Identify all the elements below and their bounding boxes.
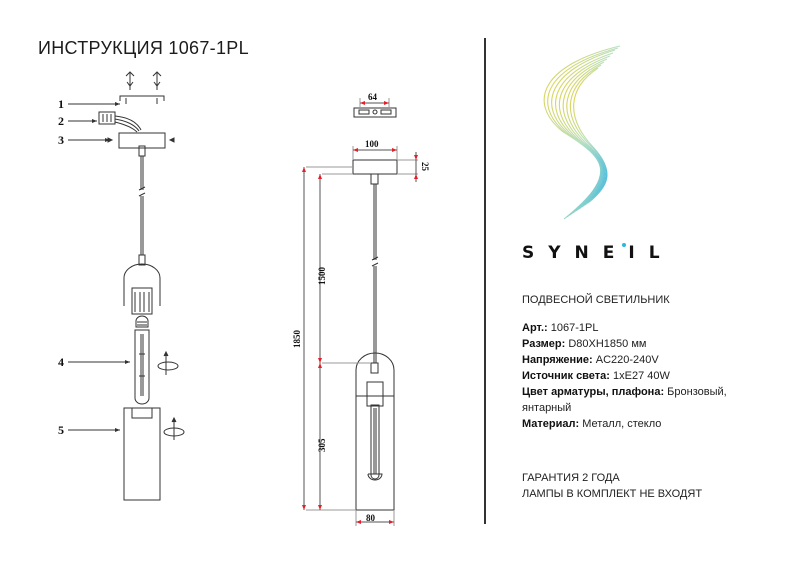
lamp-socket <box>131 287 153 315</box>
shade <box>123 407 161 501</box>
bracket-top-view <box>353 107 397 118</box>
product-type: ПОДВЕСНОЙ СВЕТИЛЬНИК <box>522 294 670 306</box>
warranty-note: ГАРАНТИЯ 2 ГОДА <box>522 472 620 484</box>
spec-article: Арт.: 1067-1PL <box>522 322 599 334</box>
dim-cable-length: 1500 <box>317 267 327 286</box>
dim-canopy-height: 25 <box>420 162 430 172</box>
screw-icon <box>125 71 162 90</box>
spec-size: Размер: D80XH1850 мм <box>522 338 647 350</box>
dim-canopy-width: 100 <box>365 139 379 149</box>
dim-total-height: 1850 <box>292 330 302 349</box>
footer-notes: ГАРАНТИЯ 2 ГОДА ЛАМПЫ В КОМПЛЕКТ НЕ ВХОД… <box>522 470 702 502</box>
lamps-note: ЛАМПЫ В КОМПЛЕКТ НЕ ВХОДЯТ <box>522 488 703 500</box>
bulb-side-view <box>370 404 380 480</box>
callout-4: 4 <box>58 355 64 369</box>
shade-side-view <box>355 352 395 511</box>
product-specs: Арт.: 1067-1PL Размер: D80XH1850 мм Напр… <box>522 320 772 432</box>
bulb-base <box>135 315 149 328</box>
shade-top <box>123 263 161 306</box>
syneil-logo-icon <box>543 45 621 220</box>
callout-3: 3 <box>58 133 64 147</box>
canopy-side-view <box>352 159 398 175</box>
rotate-icon <box>163 416 185 440</box>
mounting-bracket <box>119 95 165 101</box>
brand-dot <box>622 243 626 247</box>
spec-voltage: Напряжение: AC220-240V <box>522 354 659 366</box>
spec-color: Цвет арматуры, плафона: Бронзовый, янтар… <box>522 386 727 414</box>
callout-1: 1 <box>58 97 64 111</box>
page-title: ИНСТРУКЦИЯ 1067-1PL <box>38 38 249 58</box>
dim-bracket-width: 64 <box>368 92 378 102</box>
rotate-icon <box>157 350 179 375</box>
terminal-block <box>98 111 116 125</box>
spec-light-source: Источник света: 1xE27 40W <box>522 370 670 382</box>
dim-shade-height: 305 <box>317 438 327 452</box>
callout-5: 5 <box>58 423 64 437</box>
dimension-arrows <box>302 101 418 524</box>
spec-material: Материал: Металл, стекло <box>522 418 662 430</box>
assembly-diagram: 1 2 3 4 5 <box>58 71 185 501</box>
callout-2: 2 <box>58 114 64 128</box>
dimension-drawing: 64 100 80 25 1500 305 1850 <box>292 92 430 526</box>
brand-name: SYNEIL <box>522 243 674 263</box>
vertical-divider <box>484 38 486 524</box>
dim-shade-diameter: 80 <box>366 513 376 523</box>
bulb <box>134 329 150 405</box>
ceiling-canopy <box>118 132 166 149</box>
